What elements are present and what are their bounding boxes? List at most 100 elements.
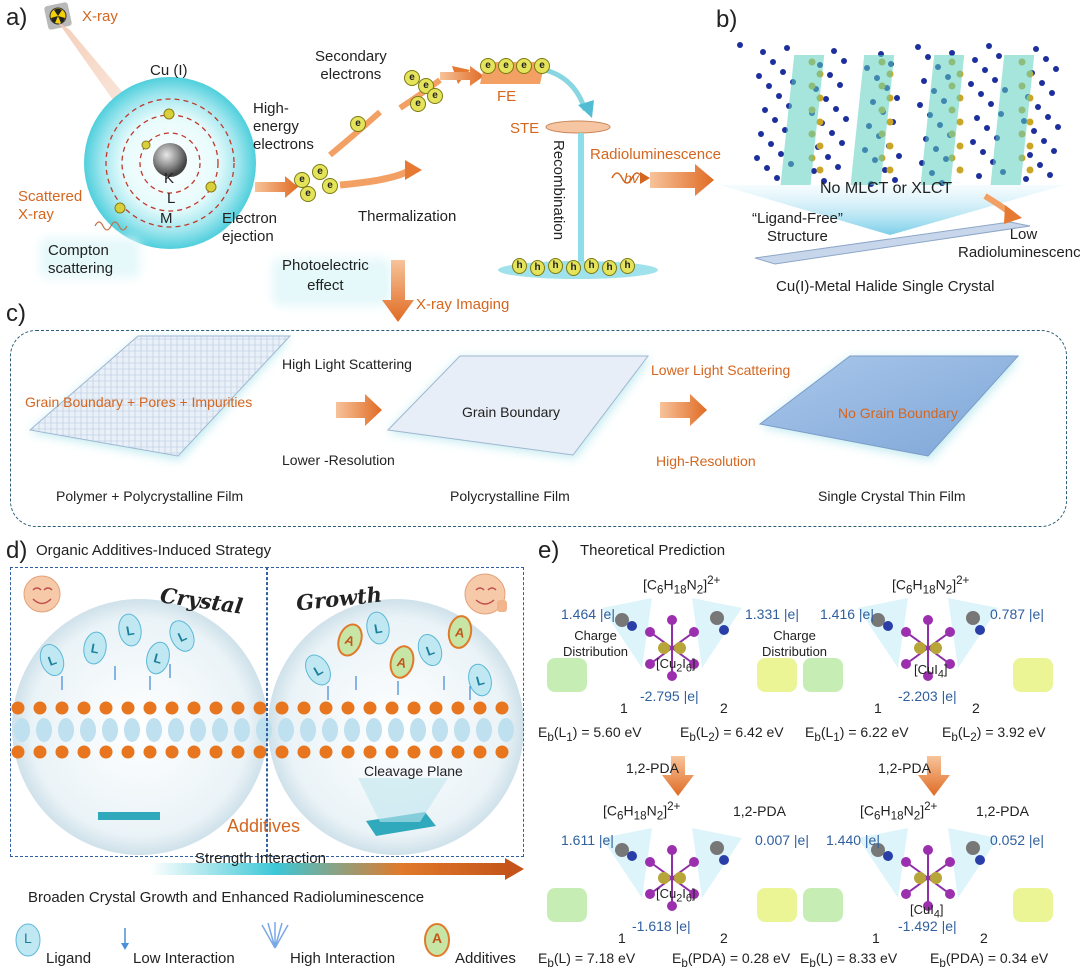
- anion-dot: [915, 44, 921, 50]
- pda-tag-br: 1,2-PDA: [976, 803, 1029, 819]
- anion-dot: [982, 67, 988, 73]
- hole-token: h: [602, 260, 617, 276]
- charge-dist-tl-left: Charge Distribution: [563, 628, 629, 659]
- eb-tl-2: Eb(L2) = 6.42 eV: [680, 724, 784, 744]
- cu-atom-diagram: [84, 77, 256, 249]
- hole-token: h: [566, 260, 581, 276]
- legend-low-label: Low Interaction: [133, 950, 235, 967]
- num-tl-2: 2: [720, 700, 728, 716]
- anion-dot: [892, 177, 898, 183]
- center-tr: [CuI4]: [914, 662, 948, 681]
- anion-dot: [1051, 148, 1057, 154]
- panel-e-title: Theoretical Prediction: [580, 542, 726, 559]
- svg-text:A: A: [395, 654, 409, 671]
- charge-br-1: 1.440 |e|: [826, 832, 880, 848]
- film1-text: Grain Boundary + Pores + Impurities: [25, 394, 253, 410]
- lattice-atom: [77, 701, 91, 715]
- lattice-band: [11, 701, 514, 759]
- lattice-atom: [429, 701, 443, 715]
- electron-token: e: [427, 88, 443, 104]
- lattice-atom: [99, 745, 113, 759]
- lattice-atom: [11, 745, 25, 759]
- anion-dot: [1053, 66, 1059, 72]
- cation-dot: [816, 118, 824, 126]
- center-br: [CuI4]: [910, 902, 944, 921]
- crystal-caption: Cu(I)-Metal Halide Single Crystal: [776, 278, 995, 295]
- electron-token: e: [534, 58, 550, 74]
- charge-bl-center: -1.618 |e|: [632, 918, 691, 934]
- crystal-structure: [720, 42, 1065, 235]
- num-br-1: 1: [872, 930, 880, 946]
- anion-dot: [1033, 46, 1039, 52]
- anion-dot: [764, 165, 770, 171]
- anion-dot: [921, 78, 927, 84]
- lattice-atom: [121, 745, 135, 759]
- cation-dot: [886, 142, 894, 150]
- lattice-atom: [253, 745, 267, 759]
- strength-label: Strength Interaction: [195, 850, 326, 867]
- eb-bl-1: Eb(L) = 7.18 eV: [538, 950, 636, 970]
- film-arrow-2: [660, 394, 707, 426]
- hole-token: h: [620, 258, 635, 274]
- film2-caption: Polycrystalline Film: [450, 488, 570, 504]
- ejection-arrow: [255, 176, 298, 198]
- lattice-ion: [388, 718, 404, 742]
- high-res-label: High-Resolution: [656, 453, 756, 469]
- svg-text:L: L: [125, 622, 135, 638]
- hv-label: hv: [624, 170, 639, 186]
- lattice-atom: [407, 701, 421, 715]
- lattice-ion: [58, 718, 74, 742]
- anion-dot: [1035, 104, 1041, 110]
- lattice-atom: [319, 745, 333, 759]
- eb-br-2: Eb(PDA) = 0.34 eV: [930, 950, 1049, 970]
- charge-tl-1: 1.464 |e|: [561, 606, 615, 622]
- lower-scatter-label: Lower Light Scattering: [651, 362, 791, 378]
- panel-d-left-frame: [10, 567, 268, 857]
- lattice-ion: [168, 718, 184, 742]
- legend-additives-icon: [424, 923, 450, 957]
- lattice-atom: [143, 701, 157, 715]
- lattice-atom: [451, 701, 465, 715]
- lattice-atom: [363, 701, 377, 715]
- anion-dot: [992, 77, 998, 83]
- svg-text:L: L: [474, 672, 486, 689]
- cation-dot: [956, 142, 964, 150]
- lattice-atom: [77, 745, 91, 759]
- lattice-ion: [80, 718, 96, 742]
- lattice-atom: [55, 701, 69, 715]
- lattice-atom: [385, 745, 399, 759]
- anion-dot: [1047, 172, 1053, 178]
- film-2: [386, 355, 650, 458]
- anion-dot: [760, 49, 766, 55]
- electron-ejection-label: Electron ejection: [222, 210, 278, 245]
- thermalization-label: Thermalization: [358, 208, 457, 225]
- xray-label: X-ray: [82, 8, 118, 25]
- lattice-atom: [341, 745, 355, 759]
- film1-caption: Polymer + Polycrystalline Film: [56, 488, 244, 504]
- lattice-ion: [124, 718, 140, 742]
- anion-dot: [758, 131, 764, 137]
- cation-dot: [886, 118, 894, 126]
- lattice-atom: [451, 745, 465, 759]
- eb-tr-1: Eb(L1) = 6.22 eV: [805, 724, 909, 744]
- compton-label: Compton scattering: [48, 242, 114, 277]
- cation-dot: [1026, 118, 1034, 126]
- lattice-ion: [476, 718, 492, 742]
- cation-dot: [816, 142, 824, 150]
- anion-dot: [756, 73, 762, 79]
- pda-arrow-left: [662, 756, 694, 796]
- lattice-ion: [344, 718, 360, 742]
- anion-dot: [762, 107, 768, 113]
- anion-dot: [772, 117, 778, 123]
- panel-d-title: Organic Additives-Induced Strategy: [36, 542, 272, 559]
- lattice-atom: [33, 701, 47, 715]
- broaden-label: Broaden Crystal Growth and Enhanced Radi…: [28, 889, 425, 906]
- ligand-molecule: L: [366, 611, 390, 645]
- anion-dot: [896, 153, 902, 159]
- lattice-ion: [300, 718, 316, 742]
- cation-dot: [1026, 166, 1034, 174]
- anion-dot: [949, 50, 955, 56]
- anion-dot: [754, 155, 760, 161]
